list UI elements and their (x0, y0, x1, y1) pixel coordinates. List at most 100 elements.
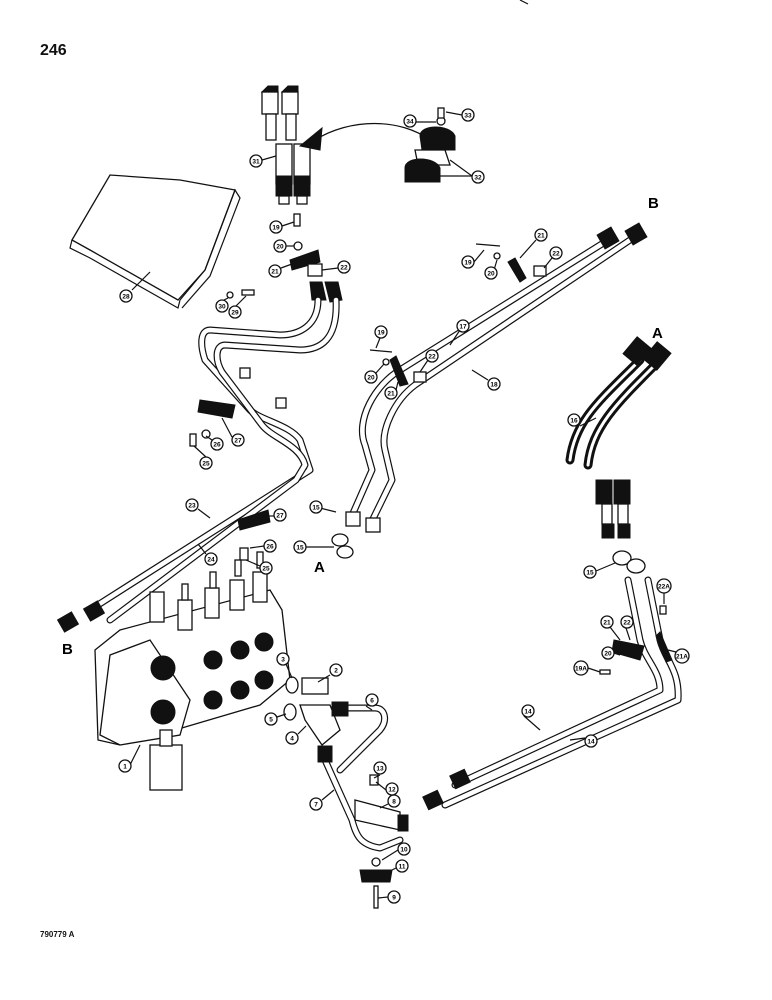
callouts: 1 2 3 4 5 6 7 8 9 10 11 12 13 14 14 15 1… (118, 108, 690, 904)
callout-10: 10 (381, 842, 411, 861)
callout-22-a: 22 (321, 260, 351, 274)
svg-text:21: 21 (537, 233, 545, 240)
svg-text:31: 31 (252, 159, 260, 166)
svg-text:27: 27 (234, 438, 242, 445)
svg-text:21: 21 (603, 620, 611, 627)
clamps (404, 107, 456, 183)
callout-21a: 21A (667, 648, 690, 664)
figure-code: 790779 A (40, 930, 75, 939)
page-number: 246 (40, 42, 67, 59)
svg-text:25: 25 (202, 461, 210, 468)
svg-text:26: 26 (266, 544, 274, 551)
shield-cover (69, 174, 241, 309)
svg-text:15: 15 (586, 570, 594, 577)
callout-3: 3 (276, 652, 293, 679)
callout-22-d: 22 (620, 615, 634, 641)
callout-11: 11 (387, 859, 409, 873)
svg-text:15: 15 (296, 545, 304, 552)
svg-text:5: 5 (269, 717, 273, 724)
svg-text:26: 26 (213, 442, 221, 449)
callout-25-b: 25 (245, 559, 273, 575)
tubes-14 (422, 576, 682, 811)
svg-text:22A: 22A (658, 584, 670, 591)
top-edge-mark (519, 0, 529, 5)
svg-text:11: 11 (399, 864, 406, 871)
svg-text:18: 18 (490, 382, 498, 389)
valve-fittings (283, 676, 409, 909)
callout-15-c: 15 (583, 562, 616, 579)
callout-21-d: 21 (600, 615, 621, 641)
svg-text:22: 22 (340, 265, 348, 272)
callout-13: 13 (373, 761, 387, 779)
callout-4: 4 (285, 725, 307, 745)
svg-text:19: 19 (464, 260, 472, 267)
letter-a-lower: A (314, 559, 325, 576)
callout-24: 24 (197, 543, 218, 566)
callout-29: 29 (228, 295, 247, 319)
callout-22-b: 22 (543, 246, 563, 269)
svg-text:32: 32 (474, 175, 482, 182)
svg-text:23: 23 (188, 503, 196, 510)
svg-text:9: 9 (392, 895, 396, 902)
callout-25-a: 25 (193, 445, 213, 470)
svg-text:19: 19 (377, 330, 385, 337)
letter-b-lower: B (62, 641, 73, 658)
svg-text:6: 6 (370, 698, 374, 705)
callout-15-a: 15 (309, 500, 337, 514)
callout-18: 18 (471, 369, 501, 391)
shield-hardware (226, 289, 255, 299)
callout-33: 33 (445, 108, 475, 122)
svg-text:22: 22 (552, 251, 560, 258)
svg-text:7: 7 (314, 802, 318, 809)
callout-22a: 22A (656, 578, 672, 604)
callout-20-b: 20 (484, 259, 498, 280)
svg-text:15: 15 (312, 505, 320, 512)
svg-text:13: 13 (376, 766, 384, 773)
svg-text:12: 12 (388, 787, 396, 794)
callout-20-a: 20 (273, 239, 294, 253)
svg-text:21: 21 (387, 391, 395, 398)
callout-23: 23 (185, 498, 211, 519)
brackets-27 (189, 367, 287, 561)
svg-text:19: 19 (272, 225, 280, 232)
callout-14-lower: 14 (569, 734, 598, 748)
letter-b-upper: B (648, 195, 659, 212)
svg-text:20: 20 (276, 244, 284, 251)
upper-center-hardware (289, 213, 343, 303)
svg-text:25: 25 (262, 566, 270, 573)
svg-text:30: 30 (218, 304, 226, 311)
callout-32: 32 (440, 159, 485, 184)
upper-hose-fittings (260, 85, 311, 205)
control-valve (94, 551, 291, 791)
nuts-15-left (331, 533, 354, 559)
assembly-arrow (298, 122, 431, 151)
svg-text:33: 33 (464, 113, 472, 120)
svg-text:20: 20 (487, 271, 495, 278)
callout-31: 31 (249, 154, 277, 168)
callout-20-d: 20 (601, 646, 621, 660)
svg-text:17: 17 (459, 324, 467, 331)
callout-7: 7 (309, 789, 335, 811)
callout-1: 1 (118, 744, 141, 773)
svg-text:14: 14 (524, 709, 532, 716)
svg-text:2: 2 (334, 668, 338, 675)
tubes-23-24 (56, 296, 340, 633)
svg-text:20: 20 (367, 375, 375, 382)
callout-17: 17 (449, 319, 470, 346)
svg-text:22: 22 (623, 620, 631, 627)
letter-a-upper: A (652, 325, 663, 342)
svg-text:29: 29 (231, 310, 239, 317)
hoses-16 (565, 336, 672, 539)
svg-text:28: 28 (122, 294, 130, 301)
callout-14-upper: 14 (521, 704, 541, 731)
callout-22-c: 22 (419, 349, 439, 373)
callout-15-b: 15 (293, 540, 334, 554)
callout-27-a: 27 (221, 417, 245, 447)
callout-19-a: 19 (269, 220, 295, 234)
svg-text:16: 16 (570, 418, 578, 425)
callout-26-a: 26 (205, 435, 224, 451)
callout-28: 28 (119, 271, 151, 303)
svg-text:21: 21 (271, 269, 279, 276)
callout-9: 9 (377, 890, 401, 904)
